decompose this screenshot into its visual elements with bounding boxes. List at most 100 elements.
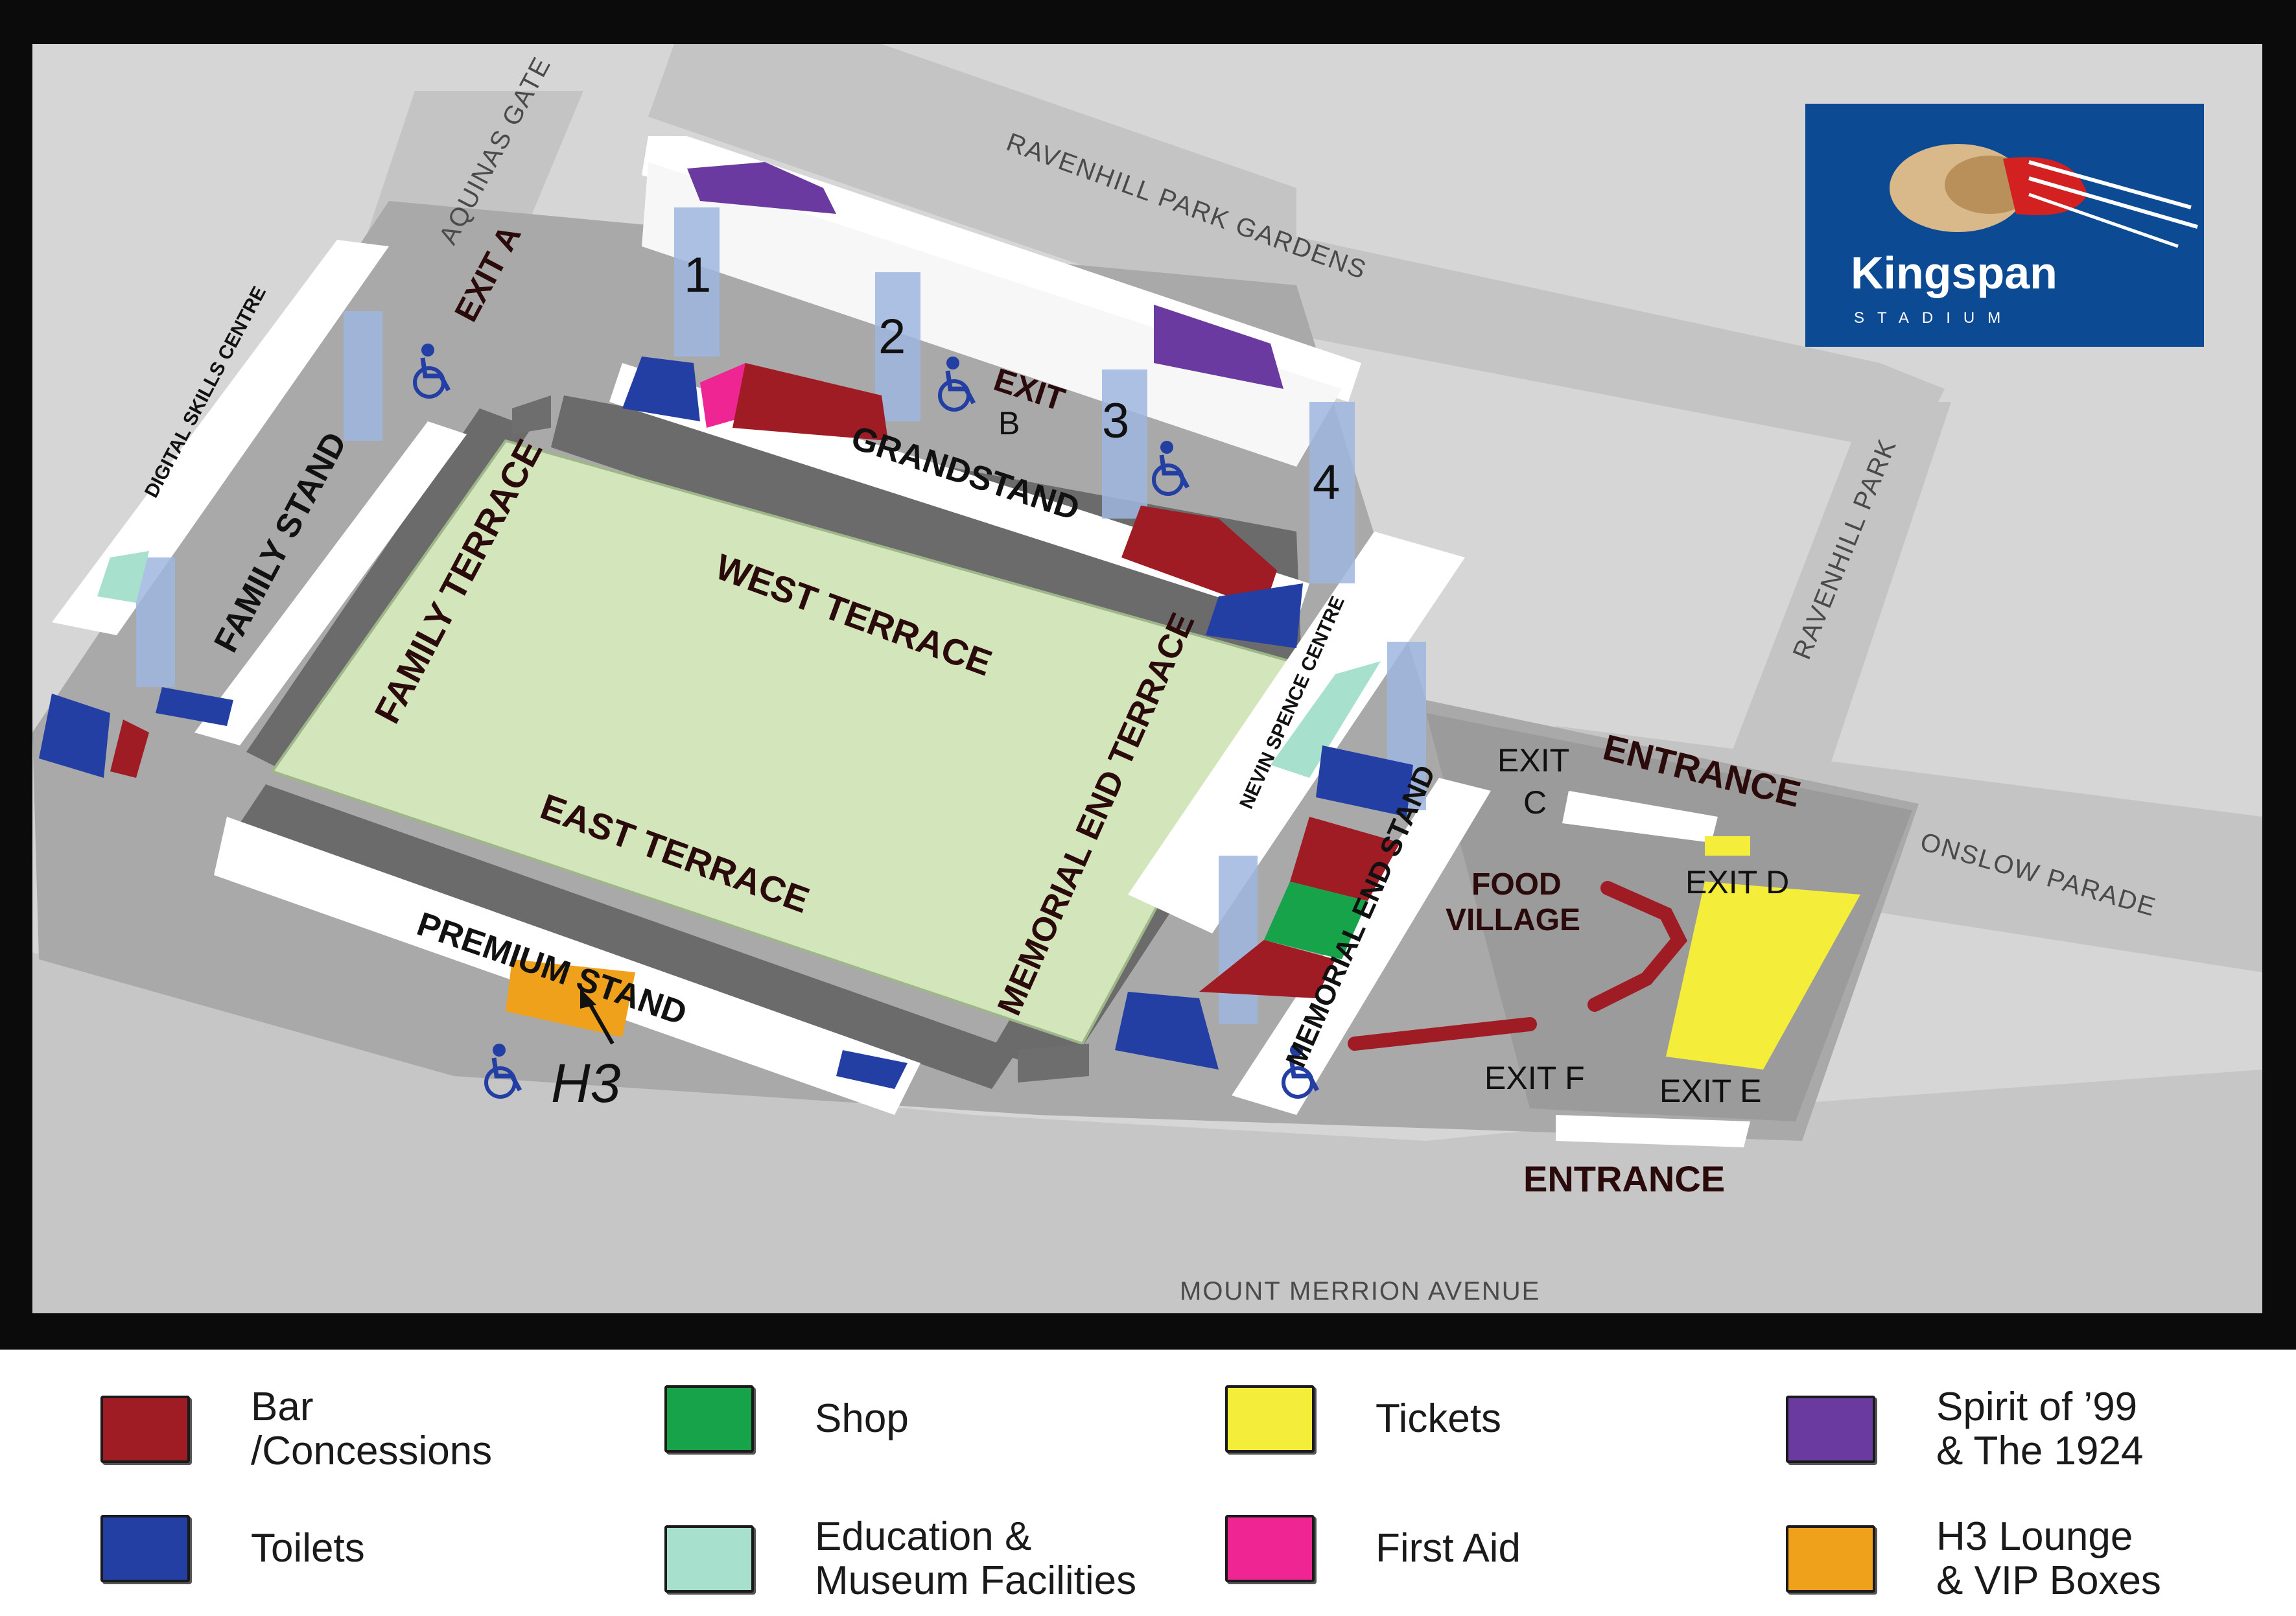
spirit-of-99-lounge [687, 162, 836, 214]
label-food-village-line1: FOOD [1471, 867, 1562, 902]
legend: Bar /Concessions Shop Tickets Spirit of … [0, 1350, 2296, 1616]
toilets-nevin-spence [1316, 745, 1413, 817]
access-blocks [512, 395, 1089, 1083]
h3-arrow-head [580, 989, 596, 1009]
legend-label: Toilets [251, 1526, 365, 1571]
food-counter-curve [1587, 881, 1688, 1012]
east-terrace-seating [240, 784, 1018, 1089]
legend-swatch [1786, 1396, 1875, 1463]
legend-label: Education & Museum Facilities [815, 1514, 1137, 1603]
education-digital-skills [97, 551, 149, 603]
bar-memorial-upper [1290, 817, 1400, 901]
label-exit-f: EXIT F [1484, 1060, 1585, 1096]
legend-item-first-aid: First Aid [1225, 1515, 1521, 1582]
legend-swatch [1786, 1525, 1875, 1593]
kingspan-logo: Kingspan STADIUM [1805, 104, 2204, 347]
logo-background [1805, 104, 2204, 347]
road-ravenhill-park-gardens-east [1102, 194, 1945, 454]
road-mount-merrion [32, 953, 2262, 1313]
tickets-booth [1666, 882, 1860, 1070]
bar-digital-skills [110, 720, 149, 778]
digital-skills-centre-building [52, 240, 389, 635]
shop [1264, 882, 1368, 959]
stair-block-1 [512, 395, 551, 434]
museum-nevin-spence [1271, 661, 1381, 778]
lift-digital-skills [136, 557, 175, 687]
logo-brand: Kingspan [1851, 248, 2057, 298]
stair-block-2 [1018, 1044, 1089, 1083]
legend-swatch [100, 1396, 190, 1463]
bar-grandstand-west [732, 363, 888, 441]
label-exit-c-line2: C [1523, 784, 1547, 821]
food-village-counters [1348, 881, 1688, 1051]
label-exit-e: EXIT E [1659, 1073, 1761, 1109]
legend-label: H3 Lounge & VIP Boxes [1936, 1514, 2161, 1603]
wheelchair-icon [1152, 441, 1190, 496]
facilities [39, 162, 1860, 1089]
toilets-digital-skills [39, 694, 110, 778]
lift-3 [1102, 369, 1147, 519]
wheelchair-icon [413, 344, 451, 399]
legend-swatch [100, 1515, 190, 1582]
lion-emblem-icon [1890, 144, 2198, 248]
family-terrace-seating [246, 408, 532, 778]
toilets-grandstand-west [622, 357, 700, 421]
wheelchair-icon [938, 357, 976, 412]
entrance-south-gate [1556, 1115, 1750, 1147]
memorial-end-stand-building [1232, 778, 1491, 1115]
legend-swatch [664, 1385, 754, 1453]
family-stand-building [194, 421, 467, 745]
legend-swatch [1225, 1385, 1315, 1453]
lift-2 [875, 272, 920, 421]
lift-number-4: 4 [1313, 455, 1340, 510]
food-counter-straight [1348, 1017, 1537, 1051]
label-h3: H3 [551, 1053, 620, 1114]
entrance-north-gate [1562, 791, 1718, 843]
tickets-kiosk [1705, 836, 1750, 856]
bar-memorial-lower [1199, 940, 1335, 998]
label-exit-c-line1: EXIT [1497, 742, 1569, 779]
legend-label: Spirit of ’99 & The 1924 [1936, 1385, 2144, 1473]
lift-number-3: 3 [1102, 393, 1129, 449]
pitch [270, 439, 1292, 1046]
lift-pillars [136, 207, 1426, 1024]
accessibility-markers [413, 344, 1320, 1099]
lift-1 [674, 207, 720, 357]
label-entrance-south: ENTRANCE [1523, 1158, 1725, 1199]
logo-sub: STADIUM [1854, 309, 2013, 327]
road-ravenhill-park [1724, 402, 1951, 771]
legend-label: Shop [815, 1396, 909, 1441]
legend-item-shop: Shop [664, 1385, 909, 1453]
legend-label: Bar /Concessions [251, 1385, 493, 1473]
label-exit-b-line2: B [998, 405, 1020, 441]
lift-family-stand [344, 311, 382, 441]
lift-number-1: 1 [684, 248, 711, 303]
lift-4 [1309, 402, 1355, 583]
legend-label: First Aid [1376, 1526, 1521, 1571]
roads [32, 44, 2262, 1313]
grandstand-lower [642, 162, 1342, 467]
legend-item-toilets: Toilets [100, 1515, 365, 1582]
the-1924-lounge [1154, 305, 1283, 389]
bar-grandstand-east [1121, 506, 1277, 609]
legend-item-bar: Bar /Concessions [100, 1385, 492, 1473]
legend-label: Tickets [1376, 1396, 1502, 1441]
toilets-premium-stand [836, 1050, 908, 1089]
toilets-grandstand-east [1206, 583, 1303, 648]
wheelchair-icon [484, 1044, 522, 1099]
legend-swatch [1225, 1515, 1315, 1582]
legend-item-education: Education & Museum Facilities [664, 1515, 1136, 1603]
toilets-family-stand [156, 687, 233, 726]
road-label-mount-merrion: MOUNT MERRION AVENUE [1180, 1277, 1540, 1306]
legend-item-tickets: Tickets [1225, 1385, 1501, 1453]
lift-memorial [1219, 856, 1258, 1024]
legend-item-h3: H3 Lounge & VIP Boxes [1786, 1515, 2161, 1603]
wheelchair-icon [1282, 1044, 1320, 1099]
legend-item-spirit: Spirit of ’99 & The 1924 [1786, 1385, 2143, 1473]
label-food-village-line2: VILLAGE [1446, 903, 1580, 937]
label-exit-d: EXIT D [1685, 864, 1789, 900]
lift-number-2: 2 [878, 309, 906, 364]
toilets-memorial [1115, 992, 1219, 1070]
legend-swatch [664, 1525, 754, 1593]
h3-lounge [506, 959, 635, 1037]
